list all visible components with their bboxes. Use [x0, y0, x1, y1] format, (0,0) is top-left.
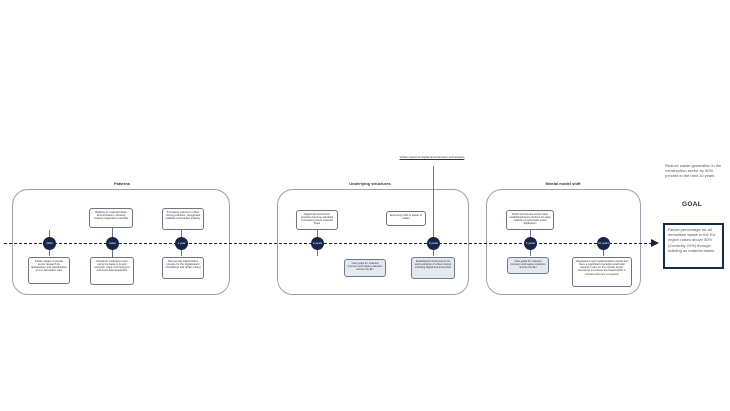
timeline-card: New goals for material recovery and wast… — [507, 257, 549, 274]
timeline-card: Building as material banks demonstrators… — [89, 208, 133, 228]
timeline-card: Economic profit is easier to obtain — [386, 211, 426, 226]
underlying-structures-group-box — [277, 189, 469, 295]
timeline-marker: today — [106, 237, 119, 250]
timeline-card: Research institutions start using the ba… — [90, 257, 134, 285]
goal-intro-text: Reduce waste generation in the construct… — [665, 163, 722, 178]
timeline-card: Digital deconstruction practices become … — [296, 210, 338, 230]
timeline-marker: 3 years — [427, 237, 440, 250]
timeline-card: New goals for material recovery and wast… — [344, 259, 386, 277]
linked-note[interactable]: Visible impact for digital deconstructio… — [399, 155, 465, 159]
timeline-marker: 5 years — [524, 237, 537, 250]
timeline-card: New private stakeholders prepare for the… — [162, 257, 204, 279]
goal-label: GOAL — [682, 201, 702, 208]
timeline-arrowhead — [651, 239, 659, 247]
connector-line — [433, 166, 434, 256]
timeline-card: Established infrastructure for early ado… — [411, 257, 455, 279]
timeline-marker: 10 years — [597, 237, 610, 250]
timeline-card: Public and private sector have establish… — [506, 210, 554, 230]
timeline-marker: 2024 — [43, 237, 56, 250]
timeline-card: Increasing interest in urban mining prac… — [162, 208, 204, 230]
patterns-group-title: Patterns — [113, 181, 130, 186]
timeline-dashed-line — [4, 243, 652, 244]
timeline-card: Initiate stages of private sector resear… — [28, 257, 70, 284]
goal-box: Reuse percentage for all demolition wast… — [663, 223, 724, 269]
underlying-structures-group-title: Underlying structures — [349, 181, 391, 186]
timeline-marker: 1 year — [175, 237, 188, 250]
timeline-marker: 2 years — [311, 237, 324, 250]
mental-model-shift-group-title: Mental model shift — [545, 181, 581, 186]
timeline-card: Regulations and implementation across EU… — [572, 257, 632, 287]
